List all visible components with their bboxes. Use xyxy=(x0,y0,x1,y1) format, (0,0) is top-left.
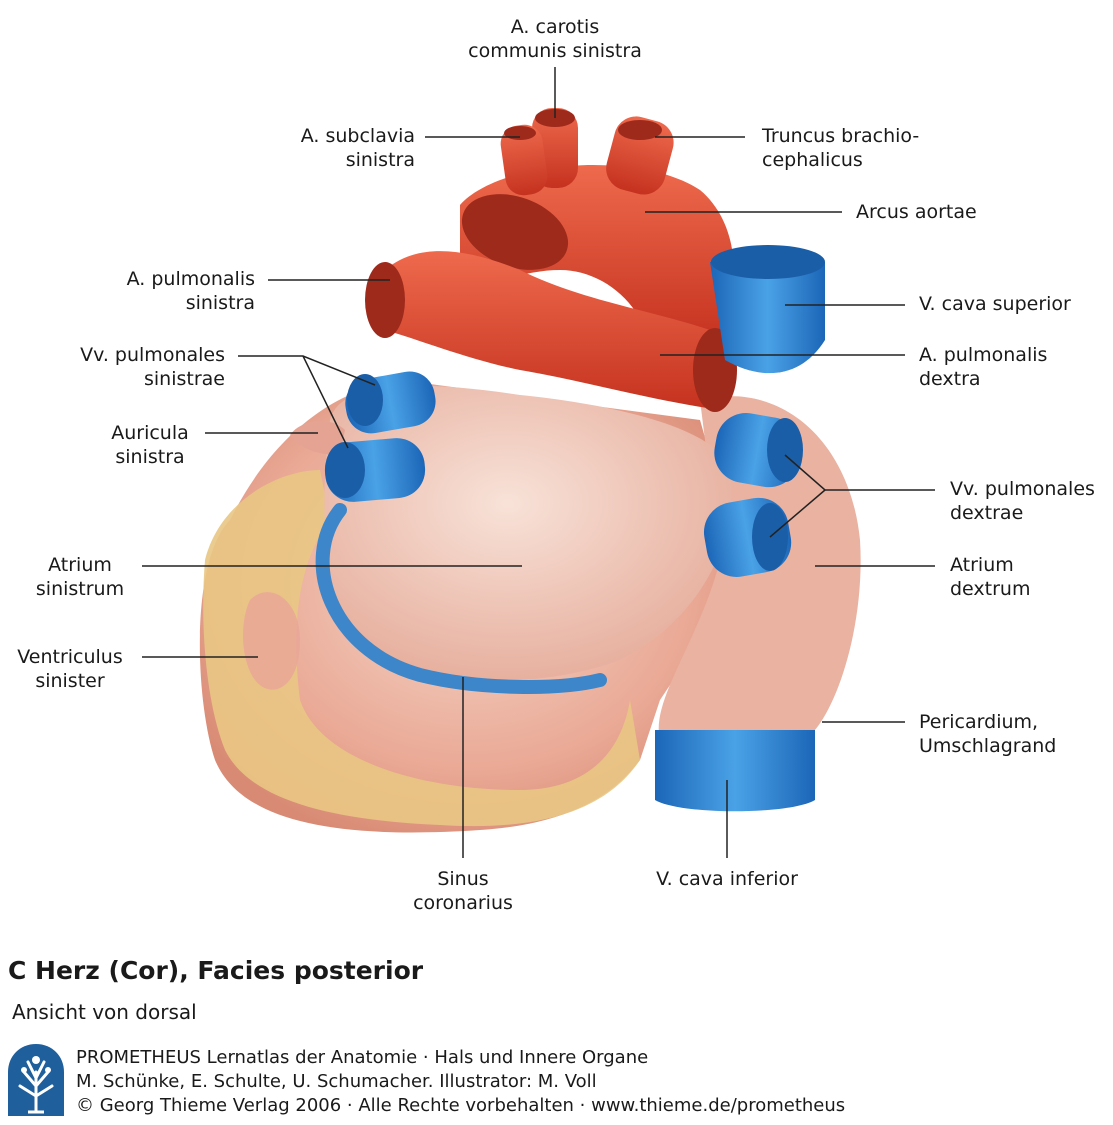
figure-subtitle: Ansicht von dorsal xyxy=(12,1000,197,1024)
label-sinus-coronarius: Sinus coronarius xyxy=(413,868,513,914)
fat-patch xyxy=(203,470,640,827)
label-arcus-aortae: Arcus aortae xyxy=(856,201,977,223)
a-subclavia-shape xyxy=(500,124,548,196)
fat-patch xyxy=(243,592,300,690)
aorta-lumen xyxy=(461,194,569,270)
credit-line-3: © Georg Thieme Verlag 2006 · Alle Rechte… xyxy=(76,1095,846,1116)
v-cava-superior-shape xyxy=(710,262,825,374)
sinus-coronarius-shape xyxy=(315,503,607,694)
credit-line-1: PROMETHEUS Lernatlas der Anatomie · Hals… xyxy=(76,1047,649,1068)
a-pulmonalis-sinistra-lumen xyxy=(365,262,405,338)
label-pericardium-umschlagrand: Pericardium, Umschlagrand xyxy=(919,711,1057,757)
label-a-pulmonalis-dextra: A. pulmonalis dextra xyxy=(919,344,1048,390)
atrium-sinistrum-shape xyxy=(324,385,732,681)
auricula-sinistra-shape xyxy=(290,420,345,455)
vv-pulmonales-dextrae-shape xyxy=(703,412,803,577)
figure-title: C Herz (Cor), Facies posterior xyxy=(8,956,424,985)
truncus-pulmonalis-shape xyxy=(385,251,720,410)
label-vv-pulmonales-sinistrae: Vv. pulmonales sinistrae xyxy=(80,344,225,390)
label-auricula-sinistra: Auricula sinistra xyxy=(111,422,189,468)
label-vv-pulmonales-dextrae: Vv. pulmonales dextrae xyxy=(950,478,1095,524)
label-v-cava-superior: V. cava superior xyxy=(919,293,1071,315)
heart-illustration xyxy=(142,67,935,858)
label-a-carotis-communis-sinistra: A. carotis communis sinistra xyxy=(468,16,642,62)
label-ventriculus-sinister: Ventriculus sinister xyxy=(17,646,123,692)
vv-pulmonales-sinistrae-shape xyxy=(324,371,436,502)
label-v-cava-inferior: V. cava inferior xyxy=(656,868,798,890)
label-a-subclavia-sinistra: A. subclavia sinistra xyxy=(300,125,415,171)
label-a-pulmonalis-sinistra: A. pulmonalis sinistra xyxy=(126,268,255,314)
v-cava-inferior-shape xyxy=(655,730,815,812)
label-atrium-dextrum: Atrium dextrum xyxy=(950,554,1031,600)
label-atrium-sinistrum: Atrium sinistrum xyxy=(35,554,125,600)
label-truncus-brachiocephalicus: Truncus brachio- cephalicus xyxy=(762,125,920,171)
credit-line-2: M. Schünke, E. Schulte, U. Schumacher. I… xyxy=(76,1071,597,1092)
leader-lines xyxy=(142,67,935,858)
thieme-tree-logo-icon xyxy=(8,1044,64,1116)
